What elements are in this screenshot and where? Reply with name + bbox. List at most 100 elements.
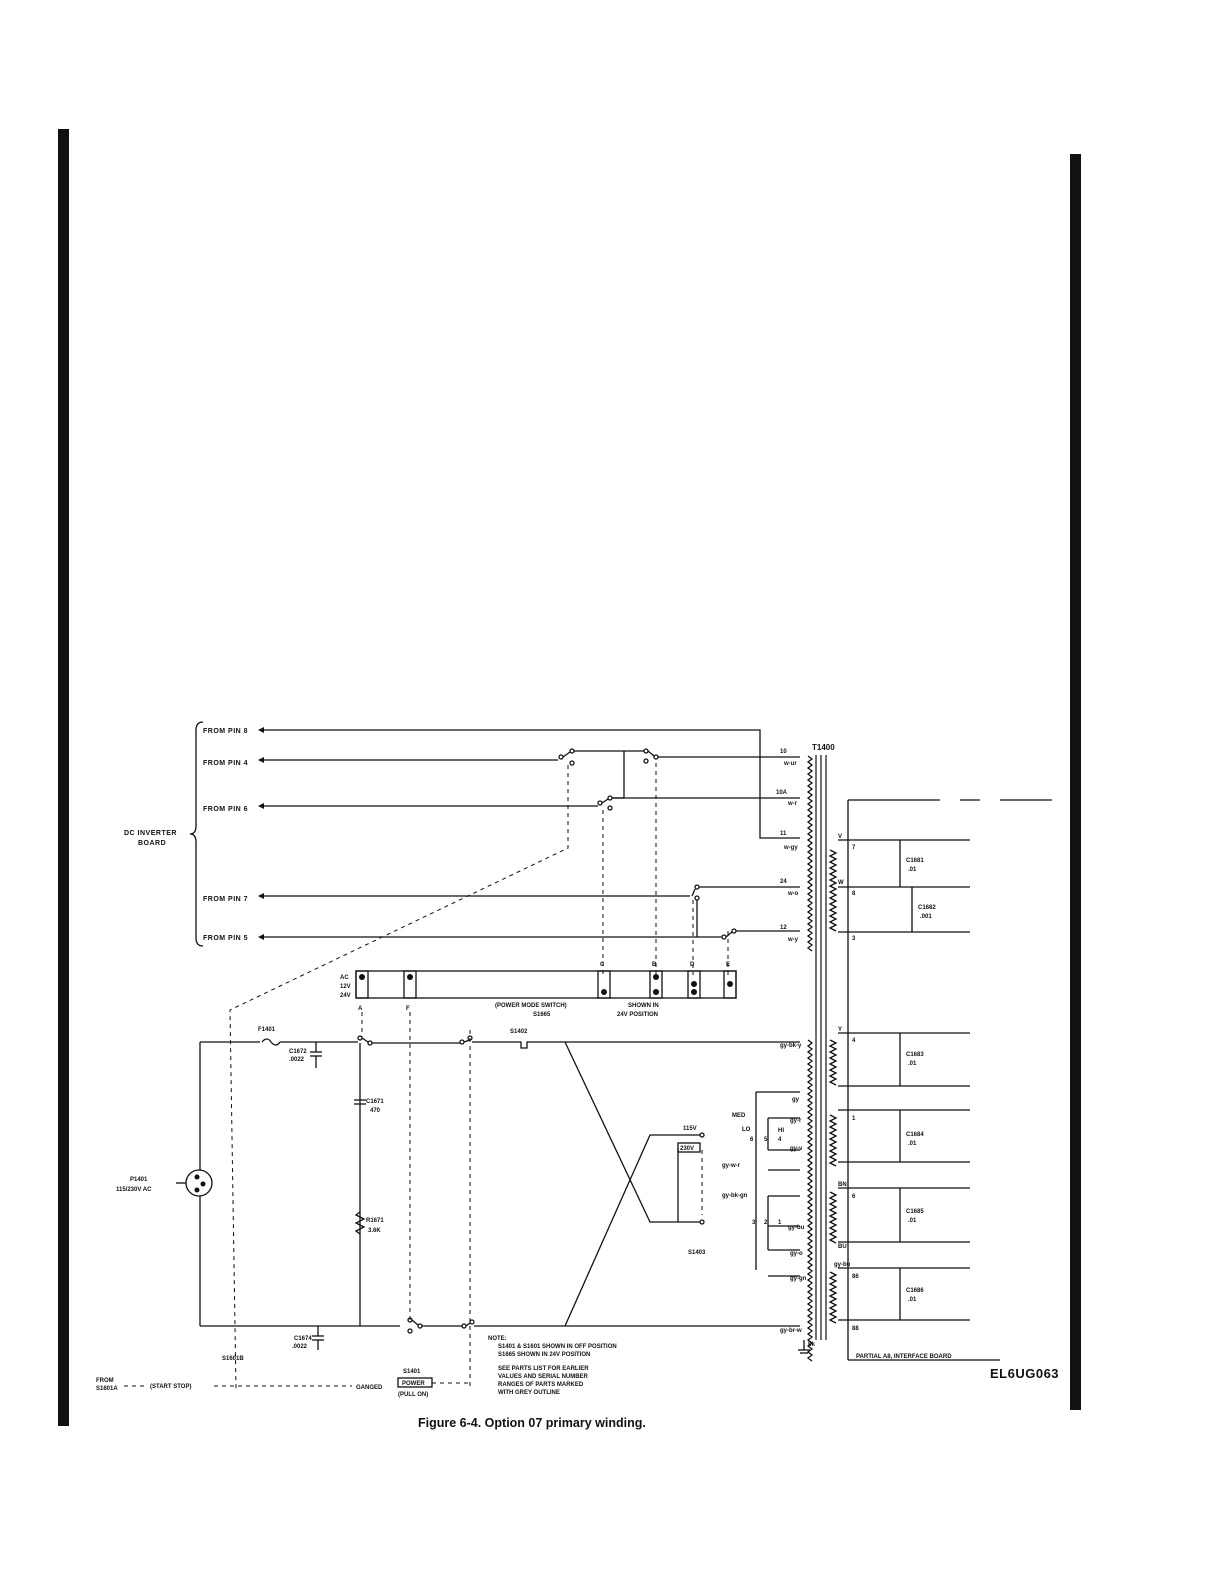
pin7-arrow	[258, 893, 264, 899]
wire-y-label: Y	[838, 1027, 842, 1033]
med-label: MED	[732, 1113, 746, 1119]
power-mode-switch: AC 12V 24V A F C B D E (POWER MODE SWITC…	[340, 962, 737, 1320]
c1672-value: .0022	[289, 1057, 305, 1063]
wire-gy-bk-y: gy-bk-y	[780, 1043, 802, 1049]
note-3: S1665 SHOWN IN 24V POSITION	[498, 1352, 590, 1358]
secondary-coil-3	[828, 1114, 838, 1167]
lo-label: LO	[742, 1127, 751, 1133]
fuse-label: F1401	[258, 1027, 276, 1033]
from-pin4-label: FROM PIN 4	[203, 760, 248, 767]
wire-gy-r: gy-r	[790, 1118, 802, 1124]
primary-winding	[806, 1039, 814, 1362]
sec-b-label: B	[652, 962, 657, 968]
tap-5-label: 5	[764, 1137, 768, 1143]
c1685-label: C1685	[906, 1209, 924, 1215]
tap-11-label: 11	[780, 831, 787, 837]
pin8-wire	[262, 729, 800, 839]
tap-11-wire: w-gy	[783, 845, 798, 851]
tap-10a-label: 10A	[776, 790, 788, 796]
r1671-label: R1671	[366, 1218, 384, 1224]
tap-10a-wire: w-r	[787, 801, 798, 807]
note-2: S1401 & S1601 SHOWN IN OFF POSITION	[498, 1344, 617, 1350]
wire-gy-bu-sec: gy-bu	[834, 1262, 851, 1268]
c1672-label: C1672	[289, 1049, 307, 1055]
c1682-value: .001	[920, 914, 932, 920]
power-label: POWER	[402, 1381, 425, 1387]
tap-24-wire: w-o	[787, 891, 799, 897]
fuse-f1401	[261, 1038, 281, 1046]
switch-s1402	[515, 1041, 567, 1049]
s1403-label: S1403	[688, 1250, 706, 1256]
pin8-arrow	[258, 727, 264, 733]
wire-bn-label: BN	[838, 1182, 847, 1188]
sec-a-label: A	[358, 1006, 363, 1012]
c1682-label: C1682	[918, 905, 936, 911]
c1685-value: .01	[908, 1218, 917, 1224]
note-1: NOTE:	[488, 1336, 507, 1342]
wire-gy-bk-gn: gy-bk-gn	[722, 1193, 748, 1199]
s1601a-label: S1601A	[96, 1386, 118, 1392]
drawing-code: EL6UG063	[990, 1366, 1060, 1381]
sec-f-label: F	[406, 1006, 410, 1012]
inverter-brace	[189, 721, 204, 947]
c1681-value: .01	[908, 867, 917, 873]
wire-bu-label: BU	[838, 1244, 847, 1250]
note-6: RANGES OF PARTS MARKED	[498, 1382, 584, 1388]
tap-3-label: 3	[752, 1220, 756, 1226]
transformer-t1400: T1400 10 w-ur 10A w-r 11 w-gy 24 w-o 12 …	[722, 743, 835, 1362]
tap-12-label: 12	[780, 925, 787, 931]
c1684-label: C1684	[906, 1132, 924, 1138]
from-label: FROM	[96, 1378, 114, 1384]
mode-switch-ref: S1665	[533, 1012, 551, 1018]
wire-gy-bu: gy-bu	[788, 1225, 805, 1231]
right-margin-bar	[1070, 154, 1081, 1410]
s1401-label: S1401	[403, 1369, 421, 1375]
c1671-value: 470	[370, 1108, 381, 1114]
wire-gy-v: gy-v	[790, 1146, 803, 1152]
mode-switch-contacts	[558, 748, 800, 940]
wire-bk: bk	[808, 1342, 816, 1348]
row-12v-label: 12V	[340, 984, 351, 990]
pin6-arrow	[258, 803, 264, 809]
tap-10-wire: w-ur	[783, 761, 797, 767]
mode-switch-note-2: 24V POSITION	[617, 1012, 658, 1018]
from-pin7-label: FROM PIN 7	[203, 896, 248, 903]
secondary-coil-2	[828, 1039, 838, 1086]
plug-rating: 115/230V AC	[116, 1187, 152, 1193]
wire-gy: gy	[792, 1097, 800, 1103]
pin-7-label: 7	[852, 845, 856, 851]
c1684-value: .01	[908, 1141, 917, 1147]
tap-1-label: 1	[778, 1220, 782, 1226]
pin-8-label: 8	[852, 891, 856, 897]
wire-gy-w-r: gy-w-r	[722, 1163, 741, 1169]
transformer-label: T1400	[812, 743, 835, 752]
c1681-label: C1681	[906, 858, 924, 864]
mode-switch-note-1: SHOWN IN	[628, 1003, 659, 1009]
inverter-section: DC INVERTER BOARD FROM PIN 8 FROM PIN 4 …	[124, 721, 800, 1391]
c1686-label: C1686	[906, 1288, 924, 1294]
figure-caption: Figure 6-4. Option 07 primary winding.	[418, 1416, 646, 1430]
v115-label: 115V	[683, 1126, 697, 1132]
mode-switch-name: (POWER MODE SWITCH)	[495, 1003, 567, 1009]
wire-v-label: V	[838, 834, 842, 840]
plug-p1401	[185, 1169, 213, 1197]
note-5: VALUES AND SERIAL NUMBER	[498, 1374, 589, 1380]
from-pin5-label: FROM PIN 5	[203, 935, 248, 942]
tap-4-label: 4	[778, 1137, 782, 1143]
tap-12-wire: w-y	[787, 937, 799, 943]
secondary-section: PARTIAL A8, INTERFACE BOARD 7 8 3 V W C1…	[828, 799, 1052, 1361]
pin-1-label: 1	[852, 1116, 856, 1122]
pin-4-label: 4	[852, 1038, 856, 1044]
pull-on-label: (PULL ON)	[398, 1392, 428, 1398]
from-pin8-label: FROM PIN 8	[203, 728, 248, 735]
wire-gy-br-w: gy-br-w	[780, 1328, 802, 1334]
tap-24-label: 24	[780, 879, 787, 885]
left-margin-bar	[58, 129, 69, 1426]
wire-gy-gn: gy-gn	[790, 1276, 807, 1282]
s1601b-label: S1601B	[222, 1356, 244, 1362]
primary-circuit: F1401 C1672 .0022 S1402 C1671 470 R1671 …	[116, 1027, 800, 1388]
s1601-linkage	[229, 765, 569, 1391]
from-pin6-label: FROM PIN 6	[203, 806, 248, 813]
wire-gy-o: gy-o	[790, 1251, 803, 1257]
